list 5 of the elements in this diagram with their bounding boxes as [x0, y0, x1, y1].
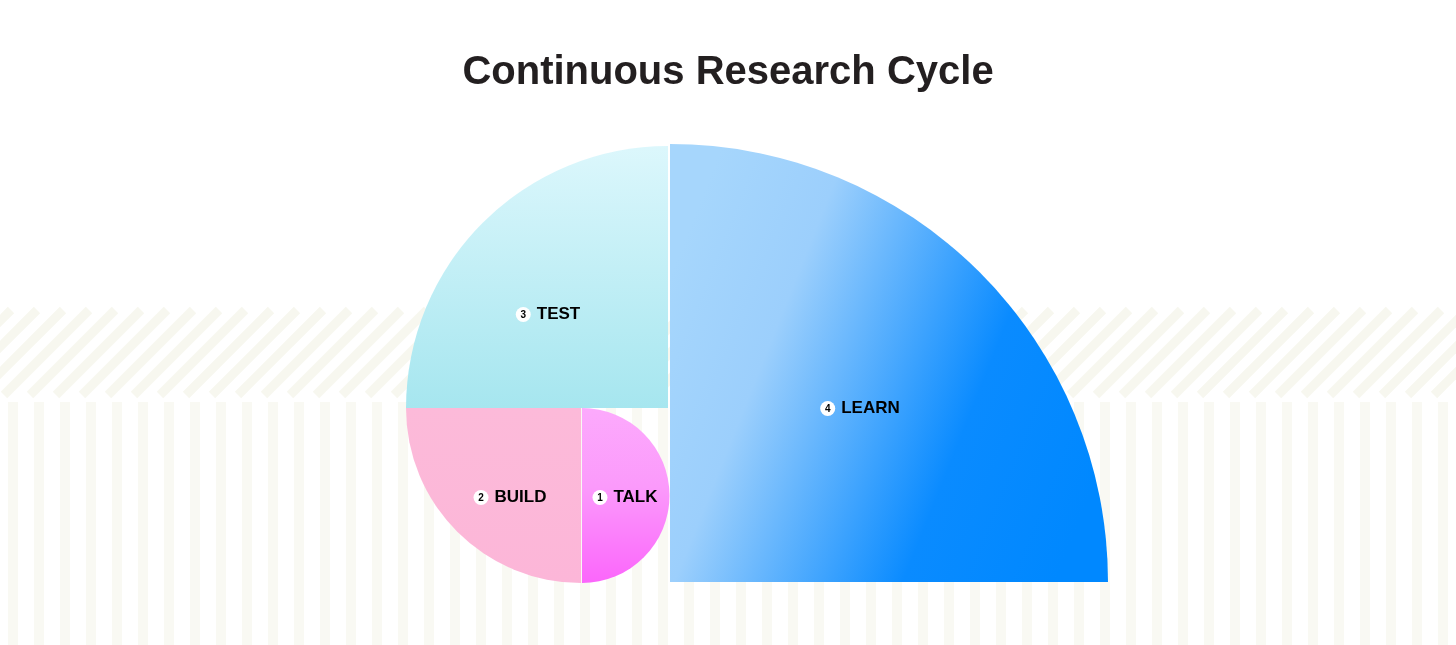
segment-label: TEST [536, 304, 581, 324]
segment-label: LEARN [841, 398, 900, 418]
segment-label: TALK [613, 487, 658, 507]
segment-label: BUILD [494, 487, 547, 507]
diagram-title: Continuous Research Cycle [461, 48, 995, 93]
